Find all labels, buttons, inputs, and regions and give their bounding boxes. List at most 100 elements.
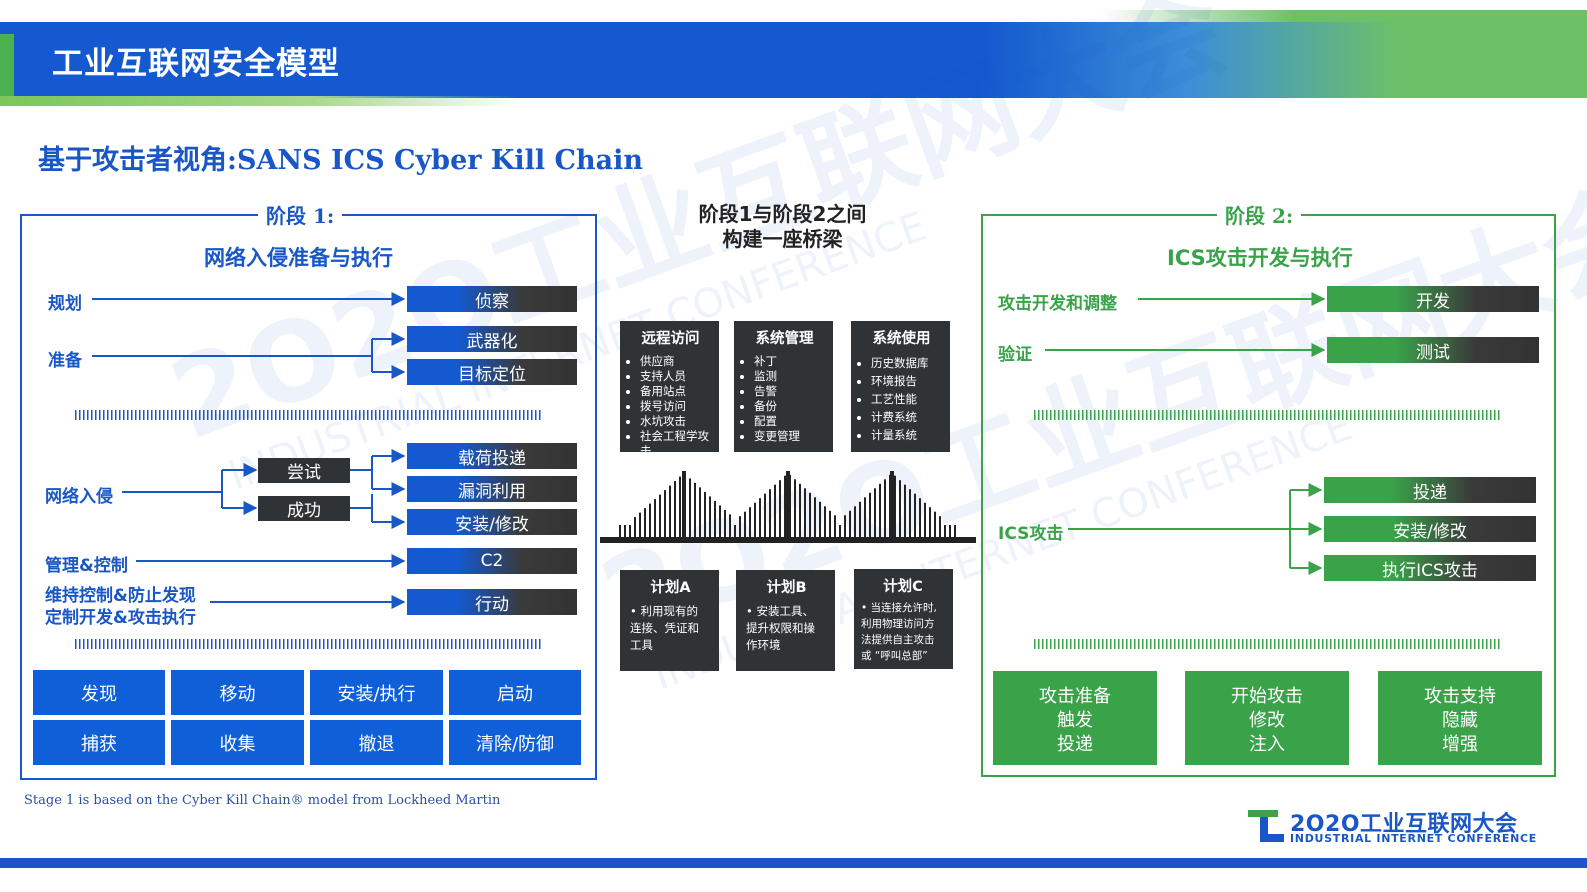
card-line: 利用物理访问方 [861,618,935,630]
step-recon: 侦察 [407,286,577,312]
card-title: 计划C [883,579,923,595]
list-item: 告警 [754,384,829,399]
tile-install-exec: 安装/执行 [310,670,443,715]
tile-attack-prep: 攻击准备 触发 投递 [993,671,1157,765]
bridge-title-line1: 阶段1与阶段2之间 [698,202,867,226]
stage1-heading: 阶段 1: [258,200,343,229]
stage2-subheading: ICS攻击开发与执行 [1167,246,1353,270]
list-item: 计费系统 [871,408,946,426]
card-plan-a: 计划A • 利用现有的 连接、凭证和 工具 [620,570,719,671]
step-c2: C2 [407,548,577,574]
logo-subtitle: INDUSTRIAL INTERNET CONFERENCE [1290,832,1537,845]
list-item: 支持人员 [640,369,715,384]
list-item: 历史数据库 [871,354,946,372]
card-line: 或 “呼叫总部” [861,650,928,662]
bridge-title: 阶段1与阶段2之间 构建一座桥梁 [640,202,925,252]
card-line: 提升权限和操 [746,621,815,635]
step-install: 安装/修改 [407,509,577,535]
card-system-usage: 系统使用 历史数据库 环境报告 工艺性能 计费系统 计量系统 [851,321,950,452]
card-plan-b: 计划B • 安装工具、 提升权限和操 作环境 [736,570,835,671]
step-act: 行动 [407,589,577,615]
section-subtitle: 基于攻击者视角:SANS ICS Cyber Kill Chain [38,145,644,176]
card-line: 连接、凭证和 [630,621,699,635]
list-item: 水坑攻击 [640,414,715,429]
branch-success: 成功 [258,496,350,521]
tile-line: 修改 [1249,710,1285,731]
tile-clear-defend: 清除/防御 [449,720,581,765]
header-bar [0,22,1587,98]
stage1-subheading: 网络入侵准备与执行 [204,246,393,270]
branch-try: 尝试 [258,458,350,483]
conference-logo-icon [1248,810,1284,842]
tile-line: 触发 [1057,710,1093,731]
card-title: 系统使用 [872,331,931,347]
stage2-heading: 阶段 2: [1217,200,1302,229]
label-maintain-line1: 维持控制&防止发现 [45,586,196,606]
card-line: • 安装工具、 [746,604,814,618]
card-line: 工具 [630,638,653,652]
list-item: 配置 [754,414,829,429]
card-title: 系统管理 [755,331,814,347]
tile-discover: 发现 [33,670,165,715]
tile-title: 攻击支持 [1424,686,1496,707]
bridge-deck [600,537,976,543]
tile-title: 攻击准备 [1039,686,1111,707]
step-target: 目标定位 [407,359,577,385]
label-develop: 攻击开发和调整 [998,294,1117,314]
card-line: • 当连接允许时, [861,602,937,614]
label-plan: 规划 [48,294,82,314]
tile-line: 注入 [1249,734,1285,755]
tile-line: 隐藏 [1442,710,1478,731]
list-item: 补丁 [754,354,829,369]
list-item: 监测 [754,369,829,384]
bottom-bar [0,858,1587,868]
header-bottom-accent [0,96,520,106]
header-accent-strip [1100,10,1587,24]
tile-attack-support: 攻击支持 隐藏 增强 [1378,671,1542,765]
footnote: Stage 1 is based on the Cyber Kill Chain… [24,793,501,808]
label-prepare: 准备 [48,351,82,371]
card-line: 法提供自主攻击 [861,634,935,646]
bridge-title-line2: 构建一座桥梁 [722,227,843,251]
label-intrusion: 网络入侵 [45,487,113,507]
step-exploit: 漏洞利用 [407,476,577,502]
step-execute-ics: 执行ICS攻击 [1324,555,1536,581]
list-item: 变更管理 [754,429,829,444]
card-plan-c: 计划C • 当连接允许时, 利用物理访问方 法提供自主攻击 或 “呼叫总部” [854,569,953,669]
header-left-accent [0,34,14,98]
logo-title: 2O2O工业互联网大会 [1290,812,1518,837]
list-item: 计量系统 [871,426,946,444]
label-maintain-line2: 定制开发&攻击执行 [45,608,196,628]
tile-line: 投递 [1057,734,1093,755]
step-test: 测试 [1327,337,1539,363]
tile-move: 移动 [171,670,304,715]
tile-retreat: 撤退 [310,720,443,765]
list-item: 环境报告 [871,372,946,390]
card-system-management: 系统管理 补丁 监测 告警 备份 配置 变更管理 [734,321,833,452]
list-item: 备份 [754,399,829,414]
list-item: 工艺性能 [871,390,946,408]
bridge-icon [600,471,976,543]
step-install-modify: 安装/修改 [1324,516,1536,542]
step-develop: 开发 [1327,286,1539,312]
card-line: • 利用现有的 [630,604,698,618]
tile-launch: 启动 [449,670,581,715]
label-manage: 管理&控制 [45,556,128,576]
card-remote-access: 远程访问 供应商 支持人员 备用站点 拨号访问 水坑攻击 社会工程学攻击 [620,321,719,458]
list-item: 备用站点 [640,384,715,399]
step-deliver: 投递 [1324,477,1536,503]
card-title: 计划B [766,580,807,596]
step-delivery: 载荷投递 [407,443,577,469]
label-verify: 验证 [998,345,1032,365]
tile-title: 开始攻击 [1231,686,1303,707]
tile-collect: 收集 [171,720,304,765]
label-ics-attack: ICS攻击 [998,524,1064,544]
card-title: 计划A [650,580,691,596]
tile-line: 增强 [1442,734,1478,755]
list-item: 拨号访问 [640,399,715,414]
page-title: 工业互联网安全模型 [52,46,340,82]
card-line: 作环境 [746,638,781,652]
tile-capture: 捕获 [33,720,165,765]
